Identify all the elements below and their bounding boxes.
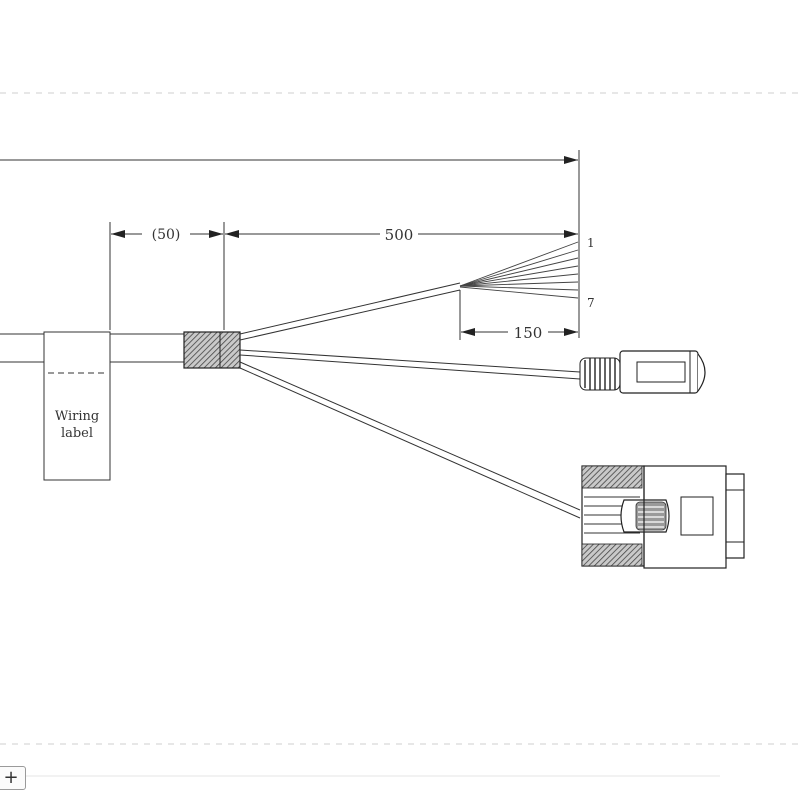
dimension-500: 500 [225,226,578,244]
wiring-label-line1: Wiring [55,409,99,424]
dimension-150-label: 150 [514,324,543,342]
wire-branch-lower [239,361,581,519]
wiring-label-line2: label [61,426,93,441]
pin-label-last: 7 [587,296,595,310]
pin-label-first: 1 [587,236,595,250]
dimension-50: (50) [111,227,223,243]
dimension-150: 150 [461,324,578,342]
dimension-50-label: (50) [152,227,181,243]
overmold-splitter [183,331,241,369]
barrel-plug-connector [579,350,706,394]
zoom-in-button[interactable]: + [0,766,26,790]
wiring-label-tag: Wiring label [43,331,111,481]
wire-branch-upper [239,282,461,341]
wire-branch-middle [239,349,581,380]
loose-wire-bundle [459,241,579,299]
overall-dimension [0,150,580,338]
dimension-500-label: 500 [385,226,414,244]
db9-connector [581,465,745,569]
